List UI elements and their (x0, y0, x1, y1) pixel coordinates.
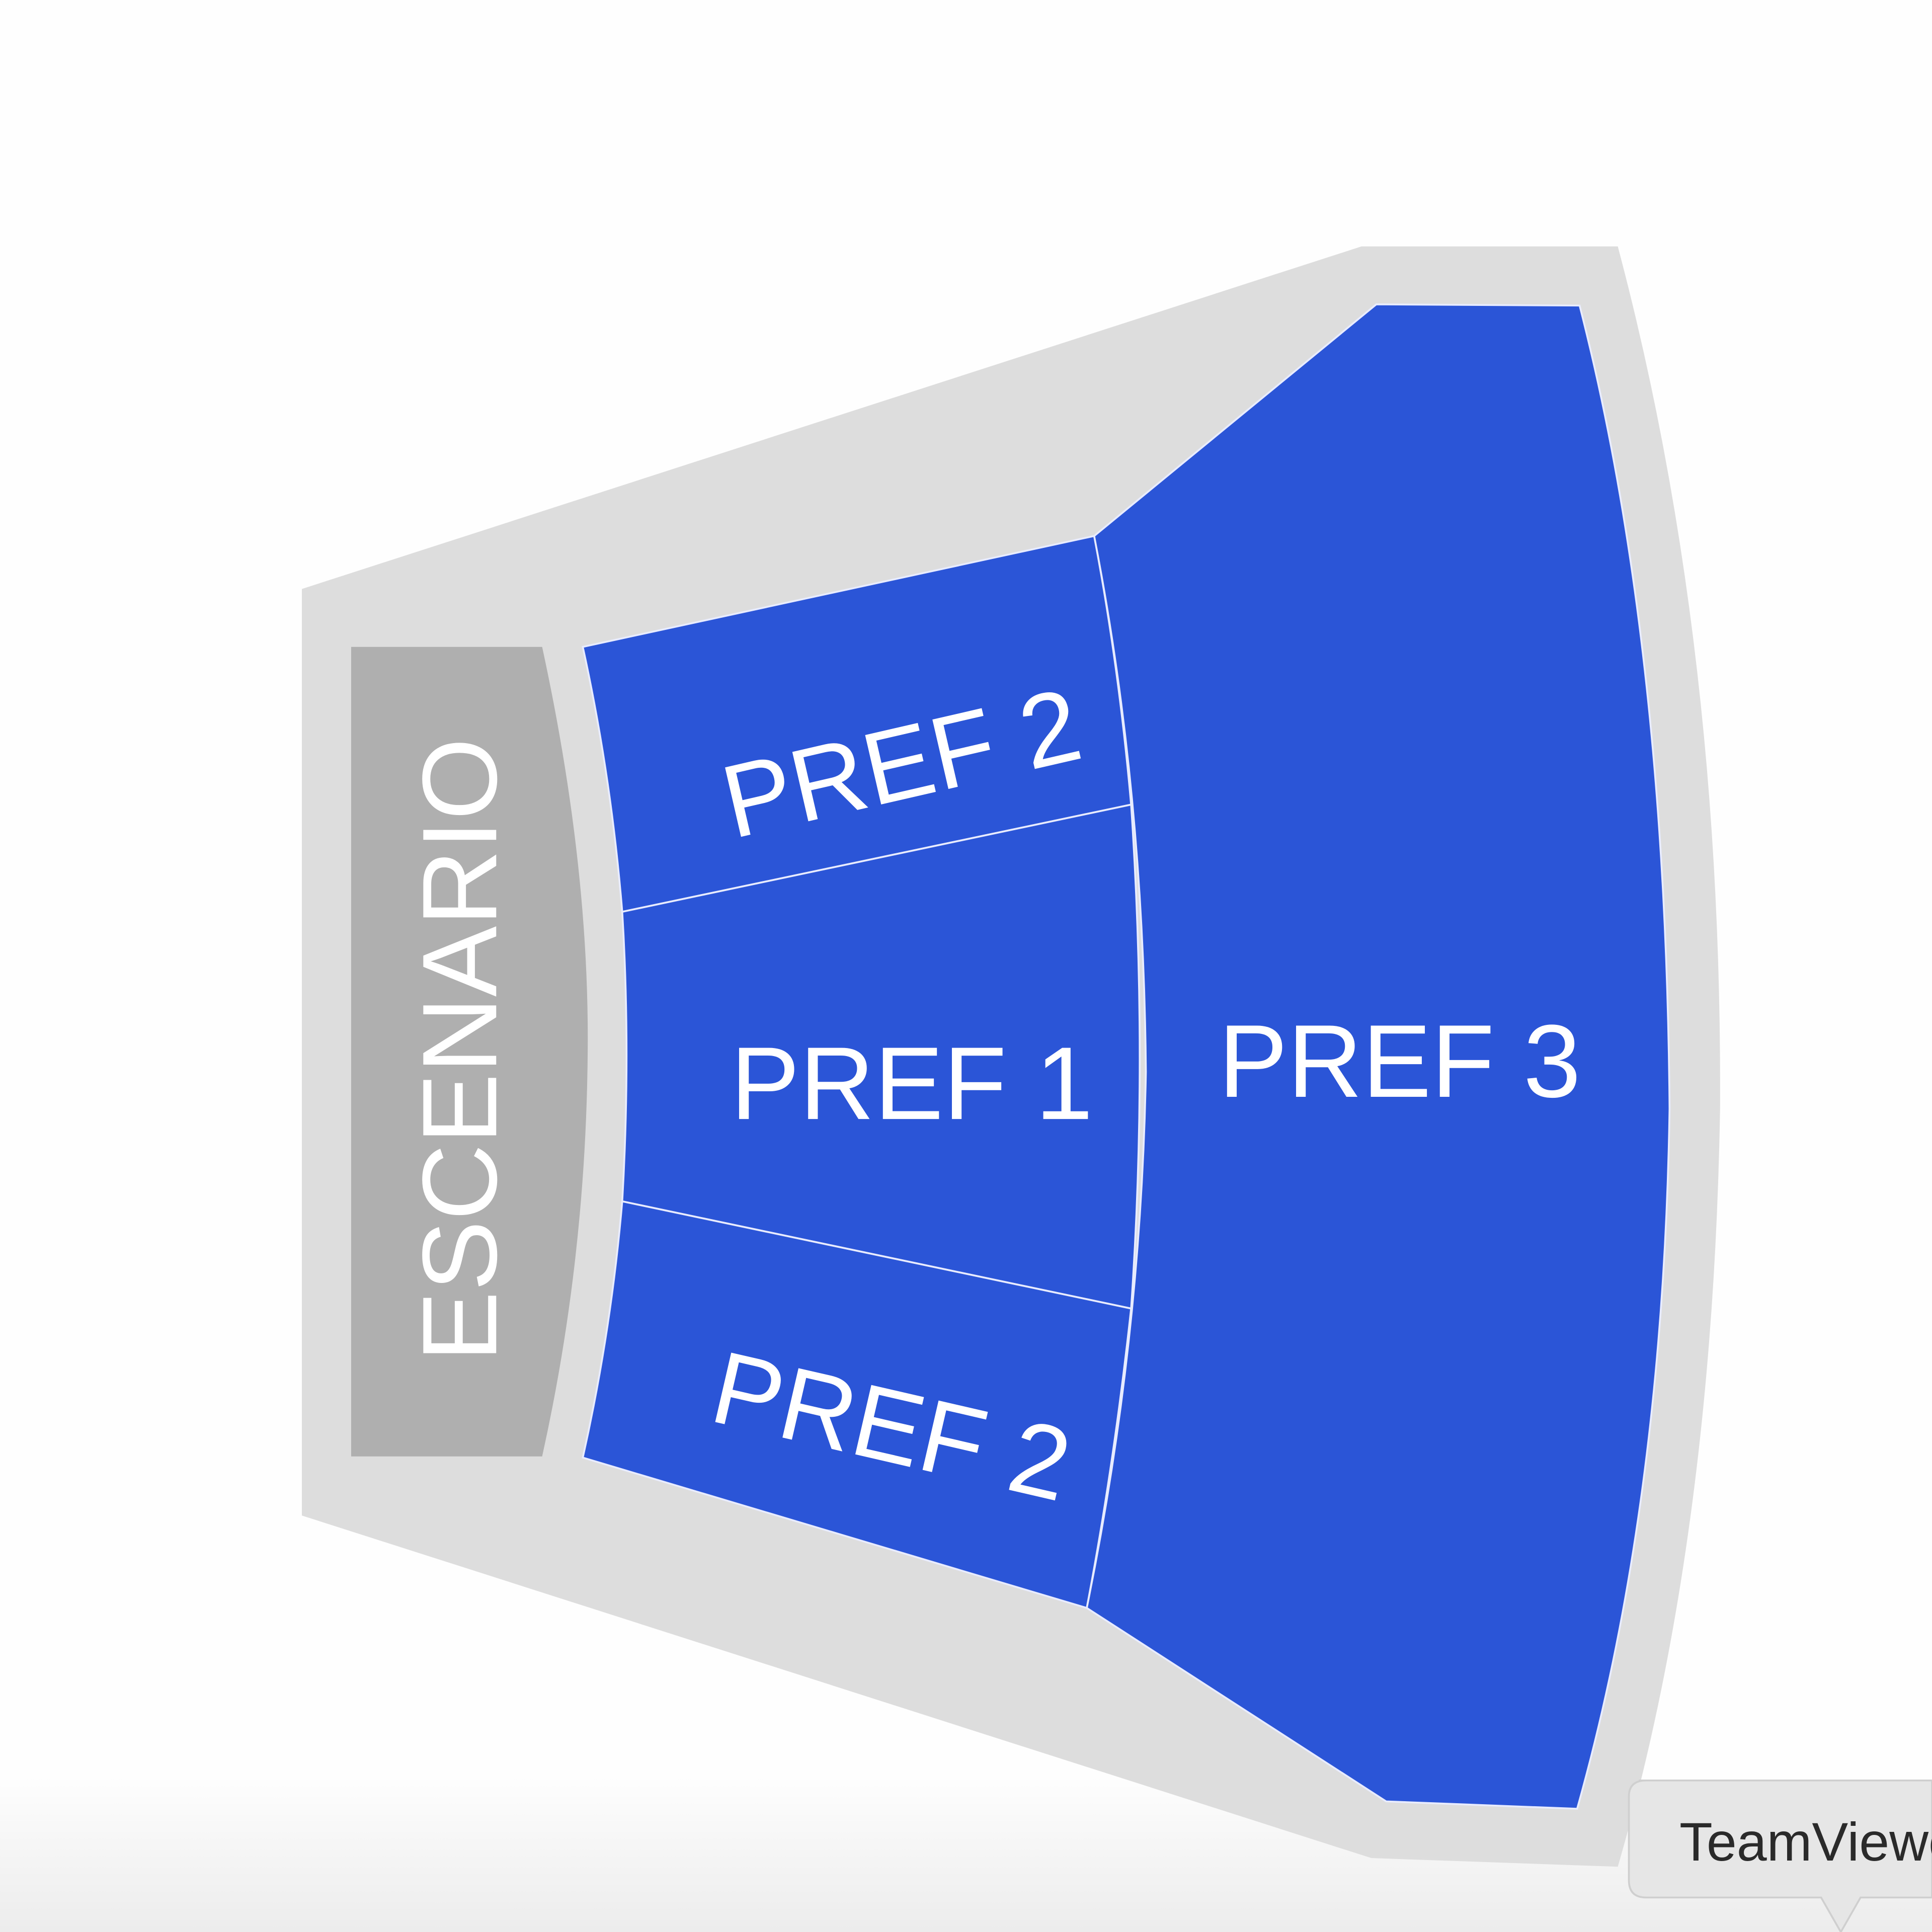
tooltip-bubble (1628, 1779, 1932, 1932)
section-pref3[interactable] (1085, 303, 1671, 1810)
section-label-pref1: PREF 1 (731, 1025, 1093, 1141)
section-pref2-bottom[interactable] (582, 1200, 1133, 1609)
section-pref1[interactable] (621, 803, 1141, 1310)
tooltip-text: TeamViewer (1679, 1811, 1932, 1872)
teamviewer-tooltip: TeamViewer (1628, 1779, 1932, 1932)
section-label-pref3: PREF 3 (1219, 1003, 1581, 1119)
stage (351, 647, 588, 1457)
stage-label: ESCENARIO (400, 738, 519, 1362)
